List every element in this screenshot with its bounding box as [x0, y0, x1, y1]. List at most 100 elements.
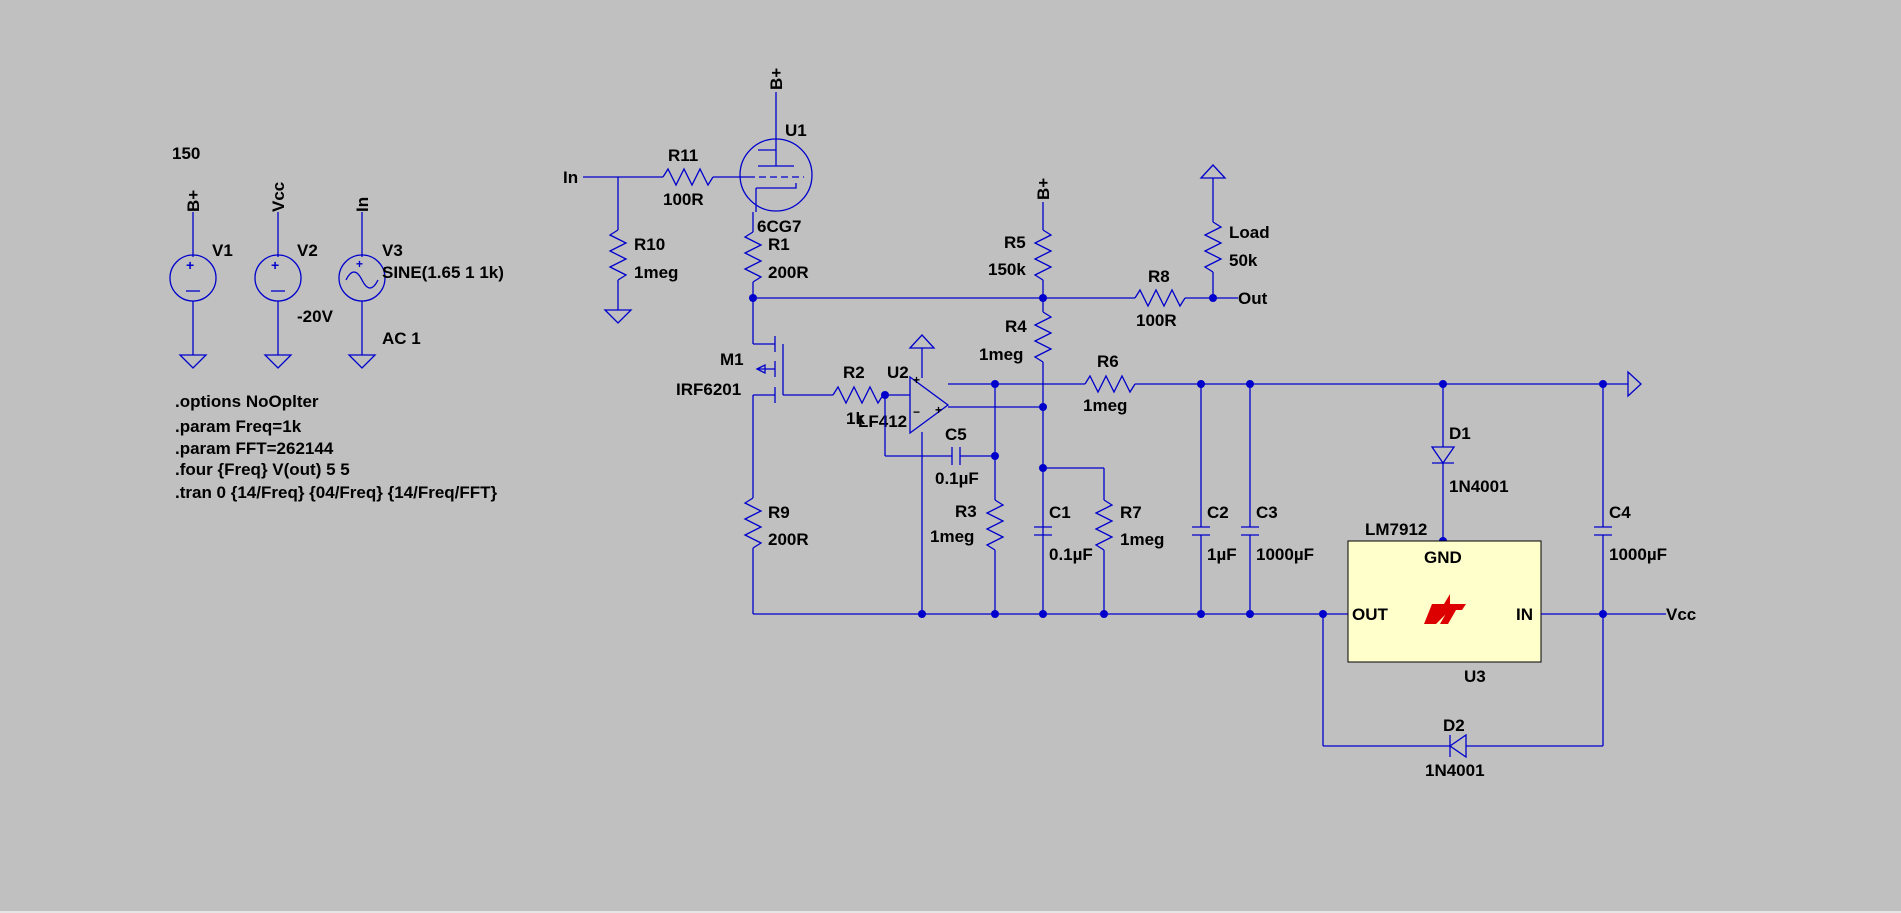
- r7-value: 1meg: [1120, 530, 1164, 549]
- r1-value: 200R: [768, 263, 809, 282]
- v3-source[interactable]: +: [338, 212, 386, 369]
- directive-line: .param FFT=262144: [175, 439, 334, 458]
- c1-capacitor[interactable]: [1034, 526, 1052, 536]
- r11-name: R11: [668, 146, 698, 165]
- v2-net-label: Vcc: [269, 182, 288, 212]
- c1-name: C1: [1049, 503, 1071, 522]
- r9-resistor[interactable]: [743, 497, 763, 549]
- r4-name: R4: [1005, 317, 1027, 336]
- u2-opamp[interactable]: [909, 375, 950, 435]
- directive-line: .four {Freq} V(out) 5 5: [175, 460, 350, 479]
- c4-name: C4: [1609, 503, 1631, 522]
- d1-name: D1: [1449, 424, 1471, 443]
- top-label-150: 150: [172, 144, 200, 163]
- spice-directives[interactable]: .options NoOplter .param Freq=1k .param …: [175, 392, 498, 502]
- r5-resistor[interactable]: [1033, 229, 1053, 281]
- net-label-out: Out: [1238, 289, 1268, 308]
- load-value: 50k: [1229, 251, 1258, 270]
- u3-name: U3: [1464, 667, 1486, 686]
- u1-name: U1: [785, 121, 807, 140]
- r2-name: R2: [843, 363, 865, 382]
- v3-net-label: In: [353, 197, 372, 212]
- u3-pin-in: IN: [1516, 605, 1533, 624]
- r2-resistor[interactable]: [832, 385, 884, 405]
- net-label-vcc: Vcc: [1666, 605, 1696, 624]
- net-label-in: In: [563, 168, 578, 187]
- c4-value: 1000µF: [1609, 545, 1667, 564]
- c2-value: 1µF: [1207, 545, 1237, 564]
- u1-value: 6CG7: [757, 217, 801, 236]
- v2-source[interactable]: +: [254, 212, 302, 369]
- u3-pin-gnd: GND: [1424, 548, 1462, 567]
- c3-value: 1000µF: [1256, 545, 1314, 564]
- r11-value: 100R: [663, 190, 704, 209]
- net-label-bplus-r5: B+: [1034, 178, 1053, 200]
- m1-value: IRF6201: [676, 380, 741, 399]
- svg-text:+: +: [356, 257, 363, 271]
- r11-resistor[interactable]: [662, 167, 714, 187]
- c2-name: C2: [1207, 503, 1229, 522]
- r4-resistor[interactable]: [1033, 311, 1053, 363]
- r10-value: 1meg: [634, 263, 678, 282]
- d2-name: D2: [1443, 716, 1465, 735]
- r5-name: R5: [1004, 233, 1026, 252]
- u1-triode[interactable]: [739, 138, 813, 212]
- r8-resistor[interactable]: [1134, 288, 1186, 308]
- v2-value: -20V: [297, 307, 334, 326]
- r6-name: R6: [1097, 352, 1119, 371]
- u3-regulator[interactable]: [1347, 540, 1542, 663]
- u3-value: LM7912: [1365, 520, 1427, 539]
- svg-text:+: +: [913, 373, 920, 387]
- bottom-edge: [0, 911, 1901, 913]
- d1-value: 1N4001: [1449, 477, 1509, 496]
- v1-net-label: B+: [184, 190, 203, 212]
- directive-line: .tran 0 {14/Freq} {04/Freq} {14/Freq/FFT…: [175, 483, 498, 502]
- r1-name: R1: [768, 235, 790, 254]
- v3-value: SINE(1.65 1 1k): [382, 263, 504, 282]
- svg-text:+: +: [935, 403, 942, 417]
- r6-value: 1meg: [1083, 396, 1127, 415]
- u2-name: U2: [887, 363, 909, 382]
- svg-text:+: +: [271, 257, 279, 273]
- v3-name: V3: [382, 241, 403, 260]
- svg-text:−: −: [913, 405, 920, 419]
- lt-logo-icon: [1424, 594, 1466, 624]
- m1-mosfet[interactable]: [753, 336, 833, 403]
- v2-name: V2: [297, 241, 318, 260]
- load-name: Load: [1229, 223, 1270, 242]
- v1-source[interactable]: +: [169, 212, 217, 369]
- net-label-bplus-top: B+: [767, 68, 786, 90]
- r10-resistor[interactable]: [608, 229, 628, 281]
- r9-value: 200R: [768, 530, 809, 549]
- svg-text:+: +: [186, 257, 194, 273]
- c1-value: 0.1µF: [1049, 545, 1093, 564]
- directive-line: .options NoOplter: [175, 392, 319, 411]
- c5-value: 0.1µF: [935, 469, 979, 488]
- d1-diode[interactable]: [1430, 446, 1456, 465]
- c2-capacitor[interactable]: [1192, 526, 1210, 536]
- r6-resistor[interactable]: [1084, 374, 1136, 394]
- r7-resistor[interactable]: [1094, 499, 1114, 551]
- r5-value: 150k: [988, 260, 1026, 279]
- c3-capacitor[interactable]: [1241, 526, 1259, 536]
- r4-value: 1meg: [979, 345, 1023, 364]
- d2-diode[interactable]: [1448, 733, 1467, 759]
- r9-name: R9: [768, 503, 790, 522]
- r3-resistor[interactable]: [985, 499, 1005, 551]
- r3-value: 1meg: [930, 527, 974, 546]
- v3-ac: AC 1: [382, 329, 421, 348]
- r1-resistor[interactable]: [743, 231, 763, 283]
- m1-name: M1: [720, 350, 744, 369]
- c5-capacitor[interactable]: [951, 447, 961, 465]
- d2-value: 1N4001: [1425, 761, 1485, 780]
- u2-value: LF412: [858, 412, 907, 431]
- u3-pin-out: OUT: [1352, 605, 1389, 624]
- c4-capacitor[interactable]: [1594, 526, 1612, 536]
- load-resistor[interactable]: [1203, 221, 1223, 273]
- r10-name: R10: [634, 235, 665, 254]
- r8-name: R8: [1148, 267, 1170, 286]
- r2-value: 1k: [846, 409, 865, 428]
- r3-name: R3: [955, 502, 977, 521]
